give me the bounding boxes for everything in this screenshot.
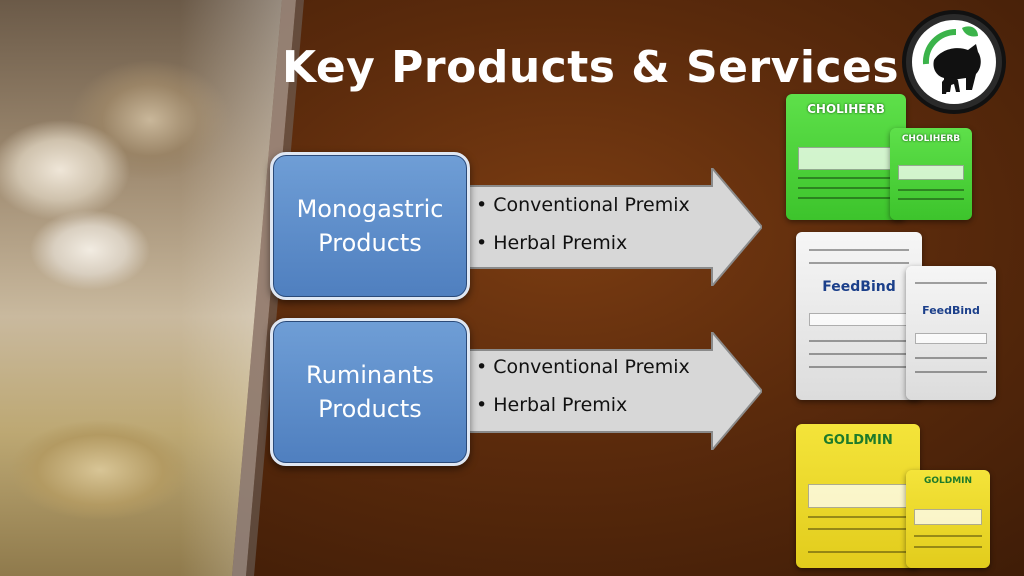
photo-fade-overlay (0, 0, 282, 576)
bag-text-line (808, 527, 908, 530)
list-item: Herbal Premix (476, 386, 690, 424)
bag-text-line (898, 197, 964, 200)
bag-text-line (915, 357, 987, 360)
bag-text-line (808, 339, 910, 342)
product-bag-goldmin-small: GOLDMIN (906, 470, 990, 568)
list-item: Herbal Premix (476, 224, 690, 262)
bag-text-line (915, 370, 987, 373)
monogastric-products-box: Monogastric Products (270, 152, 470, 300)
product-bag-goldmin-large: GOLDMIN (796, 424, 920, 568)
bag-info-panel (808, 312, 910, 327)
product-bag-feedbind-large: FeedBind (796, 232, 922, 400)
list-item: Conventional Premix (476, 186, 690, 224)
bag-text-line (808, 366, 910, 369)
bag-info-panel (915, 333, 987, 344)
company-logo (902, 10, 1006, 114)
bag-text-line (808, 516, 908, 519)
bag-info-panel (808, 484, 908, 508)
bag-info-panel (898, 164, 964, 180)
bag-info-panel (798, 146, 894, 170)
animal-leaf-logo-icon (912, 20, 996, 104)
bag-text-line (808, 352, 910, 355)
bag-text-line (914, 546, 982, 549)
ruminants-products-box: Ruminants Products (270, 318, 470, 466)
bag-info-panel (914, 509, 982, 525)
bag-text-line (808, 262, 910, 265)
bag-text-line (914, 534, 982, 537)
bag-text-line (915, 282, 987, 285)
monogastric-list: Conventional Premix Herbal Premix (476, 186, 690, 262)
slide-title: Key Products & Services (282, 42, 900, 93)
product-bag-choliherb-large: CHOLIHERB (786, 94, 906, 220)
bag-text-line (798, 187, 894, 190)
bag-text-line (798, 197, 894, 200)
cattle-feeding-photo (0, 0, 282, 576)
bag-text-line (808, 248, 910, 251)
bag-text-line (798, 177, 894, 180)
bag-text-line (898, 188, 964, 191)
bag-text-line (808, 550, 908, 553)
list-item: Conventional Premix (476, 348, 690, 386)
product-bag-choliherb-small: CHOLIHERB (890, 128, 972, 220)
ruminants-list: Conventional Premix Herbal Premix (476, 348, 690, 424)
product-bag-feedbind-small: FeedBind (906, 266, 996, 400)
